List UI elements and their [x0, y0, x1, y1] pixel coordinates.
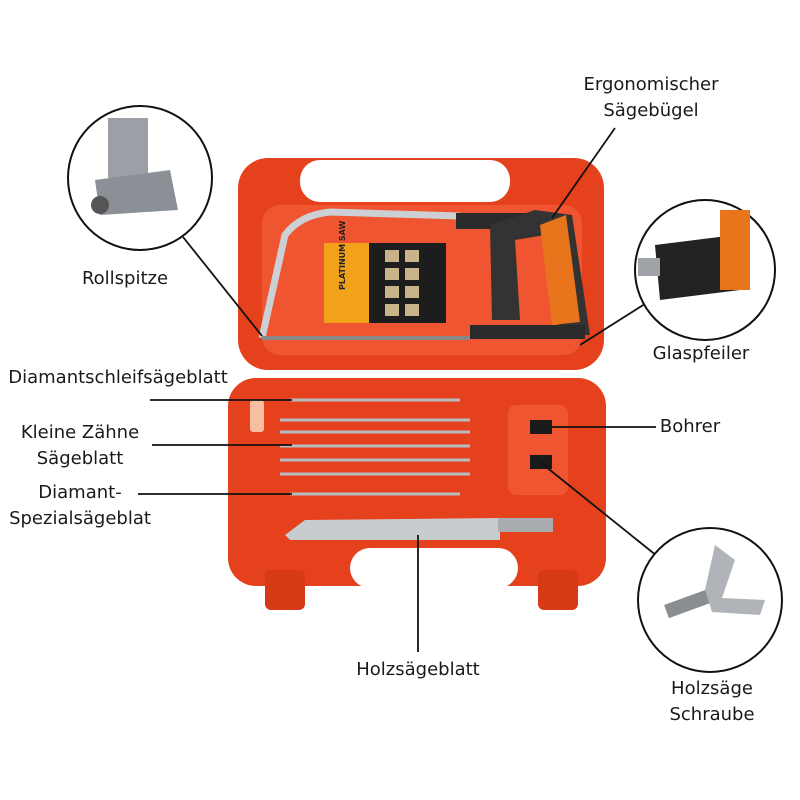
- saw-blades: [280, 398, 470, 496]
- label-wood-screw: Holzsäge Schraube: [669, 676, 754, 728]
- label-frame-line1: Ergonomischer: [583, 74, 719, 95]
- label-roll-tip: Rollspitze: [81, 268, 169, 289]
- roll-tip-detail: [67, 105, 213, 251]
- glass-file-detail: [634, 199, 776, 341]
- label-fine-teeth: Kleine Zähne Sägeblatt: [21, 420, 139, 472]
- label-diamond-special-line1: Diamant-: [38, 482, 122, 503]
- label-wood-blade: Holzsägeblatt: [356, 659, 480, 680]
- label-glass-file: Glaspfeiler: [652, 343, 750, 364]
- label-wood-screw-line1: Holzsäge: [671, 678, 753, 699]
- label-diamond-special-line2: Spezialsägeblat: [9, 508, 151, 529]
- label-diamond-special: Diamant- Spezialsägeblat: [9, 480, 151, 532]
- label-drill: Bohrer: [659, 416, 721, 437]
- wood-blade: [285, 518, 553, 540]
- hacksaw: [258, 208, 590, 340]
- label-frame: Ergonomischer Sägebügel: [583, 72, 718, 124]
- product-card: PLATINUM SAW: [324, 221, 446, 323]
- label-wood-screw-line2: Schraube: [669, 704, 755, 725]
- label-frame-line2: Sägebügel: [603, 100, 699, 121]
- callout-lines: [138, 127, 663, 652]
- label-fine-teeth-line1: Kleine Zähne: [20, 422, 140, 443]
- label-diamond-blade: Diamantschleifsägeblatt: [8, 367, 228, 388]
- wood-screw-detail: [637, 527, 783, 673]
- product-label: PLATINUM SAW: [338, 221, 347, 290]
- label-fine-teeth-line2: Sägeblatt: [36, 448, 124, 469]
